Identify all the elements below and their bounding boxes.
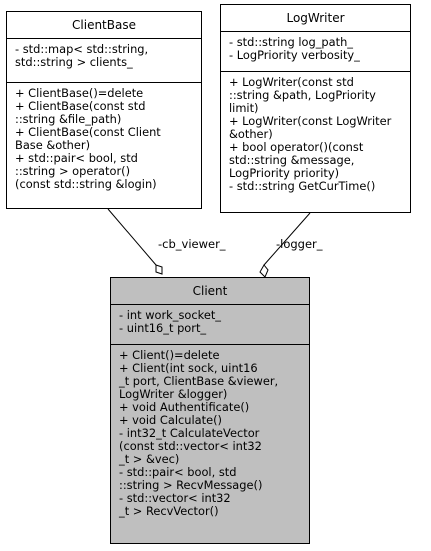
logger-diamond-icon — [259, 264, 269, 278]
method-line: - std::string GetCurTime() — [229, 179, 376, 193]
method-line: - std::pair< bool, std — [119, 465, 237, 479]
method-line: Base &other) — [15, 138, 91, 152]
method-line: + bool operator()(const — [229, 140, 364, 154]
method-line: limit) — [229, 101, 259, 115]
method-line: + LogWriter(const LogWriter — [229, 114, 392, 128]
method-line: ::string > operator() — [15, 164, 131, 178]
method-line: ::string > RecvMessage() — [119, 478, 263, 492]
method-line: + ClientBase(const Client — [15, 125, 161, 139]
log-writer-methods: + LogWriter(const std ::string &path, Lo… — [221, 72, 410, 196]
method-line: LogWriter &logger) — [119, 387, 228, 401]
method-line: + void Authentificate() — [119, 400, 250, 414]
method-line: - int32_t CalculateVector — [119, 426, 260, 440]
attribute-line: std::string > clients_ — [15, 55, 133, 69]
attribute-line: - std::string log_path_ — [229, 35, 354, 49]
attribute-line: - int work_socket_ — [119, 308, 221, 322]
class-name-client: Client — [111, 278, 309, 305]
method-line: + ClientBase(const std — [15, 99, 146, 113]
cb-viewer-diamond-icon — [155, 264, 163, 275]
method-line: _t > &vec) — [119, 452, 180, 466]
method-line: _t > RecvVector() — [119, 504, 219, 518]
method-line: + ClientBase()=delete — [15, 86, 144, 100]
client-base-attributes: - std::map< std::string, std::string > c… — [7, 39, 201, 83]
attribute-line: - LogPriority verbosity_ — [229, 48, 360, 62]
association-label-logger: -logger_ — [276, 237, 323, 251]
method-line: - std::vector< int32 — [119, 491, 231, 505]
class-name-log-writer: LogWriter — [221, 5, 410, 32]
class-box-log-writer: LogWriter - std::string log_path_ - LogP… — [220, 4, 411, 213]
method-line: + LogWriter(const std — [229, 75, 354, 89]
method-line: + std::pair< bool, std — [15, 151, 138, 165]
method-line: + Client(int sock, uint16 — [119, 361, 258, 375]
attribute-line: - uint16_t port_ — [119, 321, 207, 335]
method-line: std::string &message, — [229, 153, 355, 167]
log-writer-attributes: - std::string log_path_ - LogPriority ve… — [221, 32, 410, 72]
attribute-line: - std::map< std::string, — [15, 42, 149, 56]
logger-association-line — [263, 212, 311, 266]
class-name-client-base: ClientBase — [7, 12, 201, 39]
client-base-methods: + ClientBase()=delete + ClientBase(const… — [7, 83, 201, 194]
method-line: &other) — [229, 127, 273, 141]
method-line: + Client()=delete — [119, 348, 220, 362]
method-line: LogPriority priority) — [229, 166, 340, 180]
method-line: (const std::string &login) — [15, 177, 157, 191]
class-box-client-base: ClientBase - std::map< std::string, std:… — [6, 11, 202, 209]
client-methods: + Client()=delete + Client(int sock, uin… — [111, 345, 309, 521]
method-line: ::string &path, LogPriority — [229, 88, 376, 102]
cb-viewer-association-line — [107, 208, 157, 266]
client-attributes: - int work_socket_ - uint16_t port_ — [111, 305, 309, 345]
method-line: ::string &file_path) — [15, 112, 122, 126]
method-line: (const std::vector< int32 — [119, 439, 262, 453]
association-label-cb-viewer: -cb_viewer_ — [158, 237, 226, 251]
class-box-client: Client - int work_socket_ - uint16_t por… — [110, 277, 310, 544]
method-line: + void Calculate() — [119, 413, 222, 427]
method-line: _t port, ClientBase &viewer, — [119, 374, 279, 388]
